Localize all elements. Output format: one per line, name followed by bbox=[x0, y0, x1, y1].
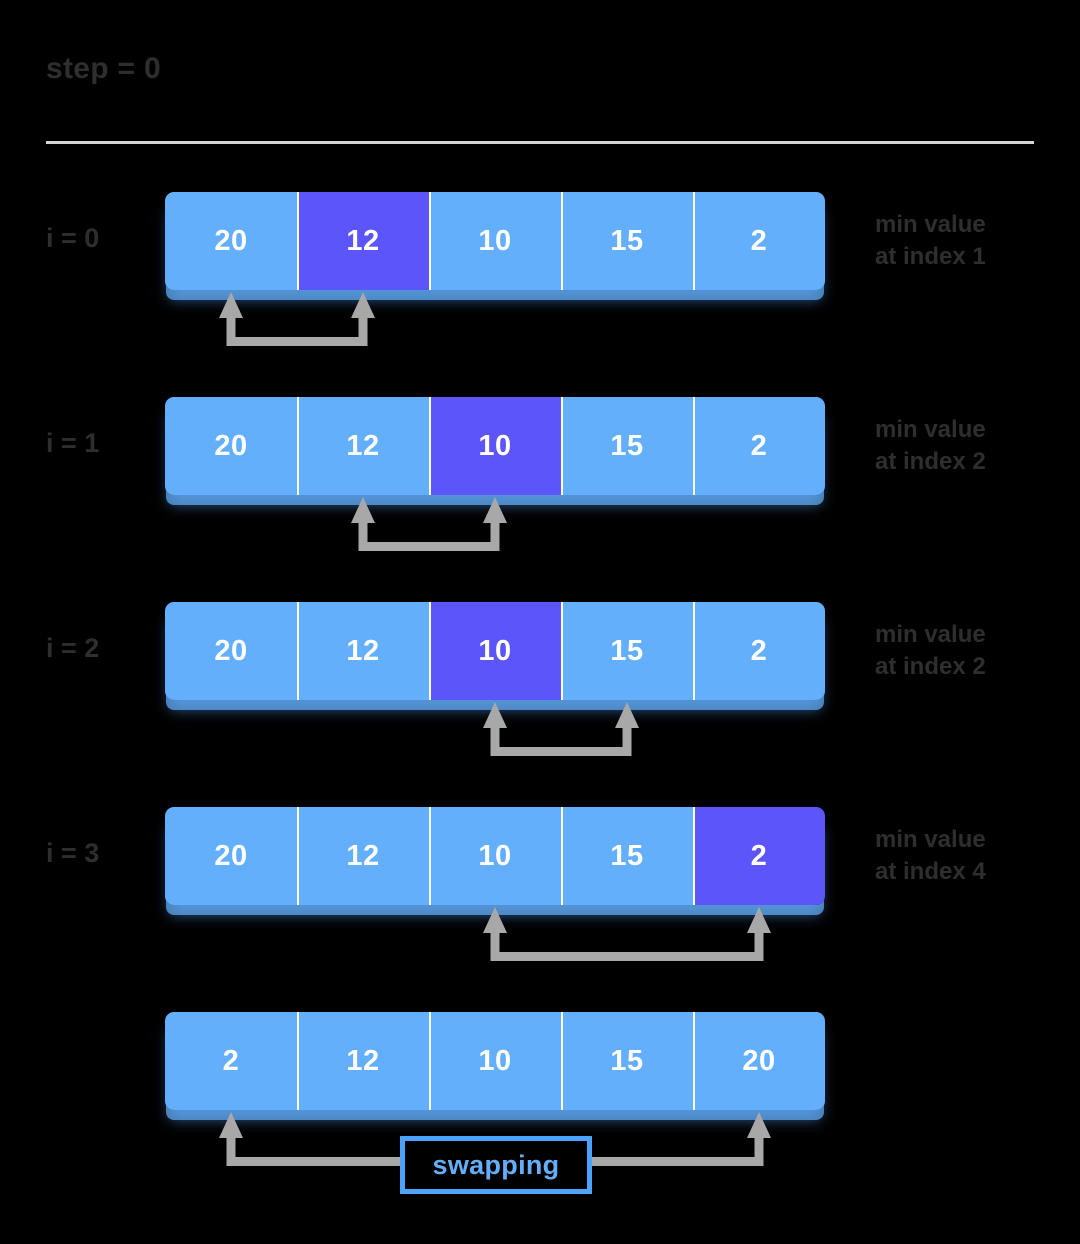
array-cell[interactable]: 20 bbox=[165, 192, 297, 290]
array-cell[interactable]: 15 bbox=[561, 602, 693, 700]
min-value-note: min value at index 2 bbox=[875, 416, 986, 475]
array-cell[interactable]: 15 bbox=[561, 397, 693, 495]
array-cell[interactable]: 20 bbox=[165, 807, 297, 905]
array-cell[interactable]: 10 bbox=[429, 1012, 561, 1110]
swapping-badge-label: swapping bbox=[432, 1149, 560, 1180]
array-cell[interactable]: 2 bbox=[693, 602, 825, 700]
array-cell[interactable]: 12 bbox=[297, 807, 429, 905]
swapping-badge: swapping bbox=[400, 1136, 592, 1194]
step-label: step = 0 bbox=[46, 52, 161, 85]
min-value-note: min value at index 2 bbox=[875, 621, 986, 680]
array-cell[interactable]: 20 bbox=[165, 602, 297, 700]
array-cell[interactable]: 10 bbox=[429, 192, 561, 290]
swap-connector-arrow bbox=[205, 292, 389, 350]
array-cell[interactable]: 15 bbox=[561, 807, 693, 905]
array-cell[interactable]: 12 bbox=[297, 397, 429, 495]
array-cell[interactable]: 12 bbox=[297, 1012, 429, 1110]
array-cell[interactable]: 15 bbox=[561, 1012, 693, 1110]
array-cell-highlighted[interactable]: 10 bbox=[429, 602, 561, 700]
swap-connector-arrow bbox=[337, 497, 521, 555]
min-value-note: min value at index 1 bbox=[875, 211, 986, 270]
array-cell[interactable]: 2 bbox=[693, 192, 825, 290]
row-index-label: i = 0 bbox=[46, 223, 100, 253]
array-cell[interactable]: 20 bbox=[693, 1012, 825, 1110]
array-cell-highlighted[interactable]: 12 bbox=[297, 192, 429, 290]
array-cell[interactable]: 2 bbox=[693, 397, 825, 495]
swap-connector-arrow bbox=[469, 702, 653, 760]
row-index-label: i = 3 bbox=[46, 838, 100, 868]
array-cell[interactable]: 2 bbox=[165, 1012, 297, 1110]
array-cell[interactable]: 20 bbox=[165, 397, 297, 495]
swap-connector-arrow bbox=[469, 907, 785, 965]
array-cell[interactable]: 12 bbox=[297, 602, 429, 700]
header-divider bbox=[46, 141, 1034, 144]
min-value-note: min value at index 4 bbox=[875, 826, 986, 885]
array-cell[interactable]: 10 bbox=[429, 807, 561, 905]
row-index-label: i = 1 bbox=[46, 428, 100, 458]
array-cell-highlighted[interactable]: 2 bbox=[693, 807, 825, 905]
array-cell-highlighted[interactable]: 10 bbox=[429, 397, 561, 495]
array-cell[interactable]: 15 bbox=[561, 192, 693, 290]
row-index-label: i = 2 bbox=[46, 633, 100, 663]
